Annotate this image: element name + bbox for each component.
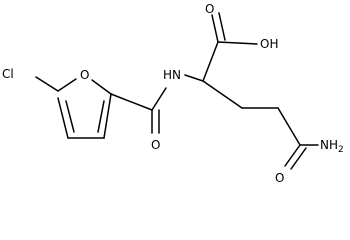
atom-o-furan: O bbox=[80, 68, 89, 82]
bond-cgamma-cdelta bbox=[277, 107, 301, 146]
bond-c2-c3-inner bbox=[97, 100, 105, 133]
bond-c5-o bbox=[57, 78, 77, 92]
bond-camide-n bbox=[151, 87, 167, 111]
atom-o-acid: O bbox=[205, 2, 214, 16]
bond-cacid-oh bbox=[217, 41, 258, 45]
atom-oh: OH bbox=[260, 37, 278, 51]
bond-cacid-o-double bbox=[218, 12, 226, 41]
atom-nh: HN bbox=[163, 68, 181, 82]
atom-cl: Cl bbox=[2, 67, 14, 81]
atom-o-amide: O bbox=[151, 138, 160, 152]
bond-c2-c3 bbox=[103, 93, 112, 139]
bond-n-calpha bbox=[184, 74, 204, 82]
bond-calpha-cbeta bbox=[202, 80, 243, 109]
structure-diagram: Cl O HN O O OH O NH2 bbox=[2, 2, 344, 185]
bond-cacid-o bbox=[211, 14, 219, 43]
bond-c2-camide bbox=[110, 93, 153, 111]
atom-o-terminal: O bbox=[275, 171, 284, 185]
bond-c4-c5 bbox=[57, 97, 69, 139]
bond-c4-c5-inner bbox=[65, 100, 75, 133]
bond-o-c2 bbox=[91, 79, 112, 95]
furan-ring bbox=[57, 78, 112, 139]
bond-cdelta-o-double bbox=[290, 147, 307, 170]
bond-calpha-cacid bbox=[202, 41, 219, 82]
bond-cdelta-o bbox=[284, 144, 301, 167]
atom-nh2: NH2 bbox=[320, 138, 344, 155]
bond-c5-cl bbox=[35, 76, 59, 92]
